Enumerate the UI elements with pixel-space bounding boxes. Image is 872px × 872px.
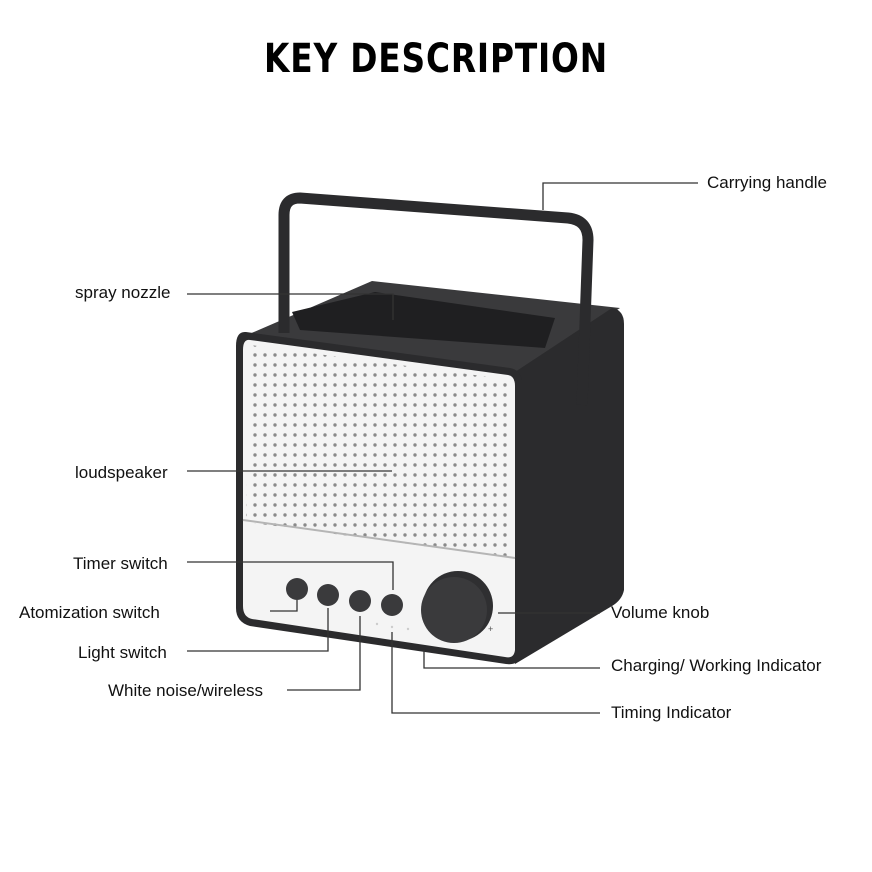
label-timer-switch: Timer switch [73, 554, 168, 573]
label-light-switch: Light switch [78, 643, 167, 662]
label-loudspeaker: loudspeaker [75, 463, 168, 482]
carrying-handle [278, 192, 594, 406]
spray-nozzle-recess [292, 292, 555, 348]
label-white-noise: White noise/wireless [108, 681, 263, 700]
label-carrying-handle: Carrying handle [707, 173, 828, 192]
label-timing-indicator: Timing Indicator [611, 703, 732, 722]
light-button [317, 584, 339, 606]
svg-text:+: + [488, 624, 493, 634]
label-spray-nozzle: spray nozzle [75, 283, 171, 302]
label-charging-indicator: Charging/ Working Indicator [611, 656, 822, 675]
label-volume-knob: Volume knob [611, 603, 710, 622]
leader-lines [187, 182, 698, 714]
label-atomization-switch: Atomization switch [19, 603, 160, 622]
page-title: KEY DESCRIPTION [263, 36, 609, 82]
device-side [515, 308, 624, 664]
speaker-grille [246, 345, 512, 558]
atomization-button [286, 578, 308, 600]
timer-button [381, 594, 403, 616]
white-noise-button [349, 590, 371, 612]
